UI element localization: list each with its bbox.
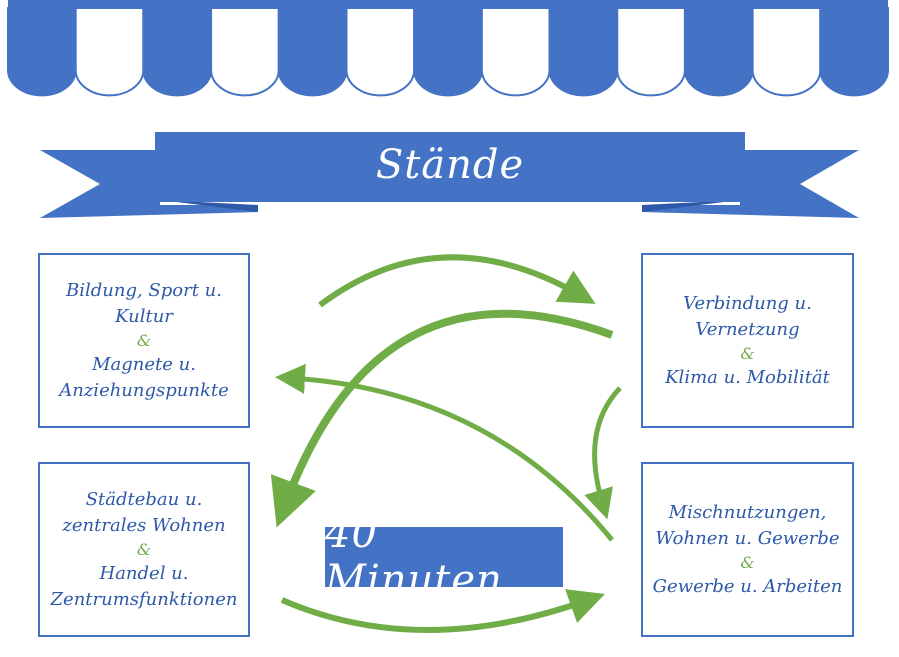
box-line: Gewerbe u. Arbeiten (652, 575, 843, 597)
page-title: Stände (375, 142, 525, 188)
box-line: Mischnutzungen, (668, 501, 827, 523)
ampersand: & (136, 539, 152, 559)
awning-stripe-white (345, 7, 416, 97)
arrow-big-curve (270, 309, 614, 528)
ampersand: & (740, 343, 755, 363)
awning-stripe-blue (819, 7, 889, 97)
box-line: Vernetzung (695, 318, 800, 340)
box-line: Anziehungspunkte (59, 379, 229, 401)
awning-stripe-white (210, 7, 280, 97)
ampersand: & (136, 330, 152, 350)
awning-stripe-white (616, 7, 686, 97)
box-line: Magnete u. (92, 353, 196, 375)
box-line: Bildung, Sport u. (66, 279, 222, 301)
awning-stripe-white (74, 7, 145, 97)
awning-stripe-blue (683, 7, 754, 97)
awning-stripe-blue (548, 7, 619, 97)
arrow-diagonal (275, 363, 614, 542)
box-line: Zentrumsfunktionen (50, 588, 238, 610)
box-line: zentrales Wohnen (62, 514, 226, 536)
station-box-mixed-use: Mischnutzungen, Wohnen u. Gewerbe & Gewe… (641, 462, 854, 637)
duration-label: 40 Minuten (325, 511, 563, 603)
station-box-education: Bildung, Sport u. Kultur & Magnete u. An… (38, 253, 250, 428)
ampersand: & (740, 552, 755, 572)
awning-stripe-blue (413, 7, 483, 97)
box-line: Verbindung u. (683, 292, 812, 314)
box-line: Städtebau u. (85, 488, 203, 510)
arrow-top-curve (318, 254, 596, 308)
awning-canopy (7, 0, 889, 97)
station-box-urban-planning: Städtebau u. zentrales Wohnen & Handel u… (38, 462, 250, 637)
awning-stripe-white (751, 7, 822, 97)
station-box-connectivity: Verbindung u. Vernetzung & Klima u. Mobi… (641, 253, 854, 428)
awning-stripe-blue (142, 7, 213, 97)
awning-stripe-blue (277, 7, 348, 97)
box-line: Wohnen u. Gewerbe (655, 527, 840, 549)
awning-stripe-blue (7, 7, 77, 97)
box-line: Klima u. Mobilität (665, 366, 830, 388)
awning-stripe-white (480, 7, 551, 97)
box-line: Kultur (115, 305, 173, 327)
arrow-bottom-curve (280, 589, 605, 633)
title-ribbon (40, 132, 859, 218)
box-line: Handel u. (99, 562, 189, 584)
arrow-right-small (584, 386, 622, 520)
